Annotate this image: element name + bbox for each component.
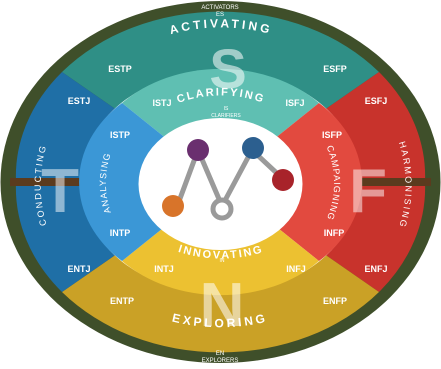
type-isfj: ISFJ [285, 98, 304, 108]
type-entp: ENTP [110, 296, 134, 306]
type-isfp: ISFP [322, 130, 342, 140]
innovators-sub-1: IN [220, 258, 225, 264]
type-istp: ISTP [110, 130, 130, 140]
central-logo [175, 147, 285, 221]
analysing-title: ANALYSING [98, 151, 113, 215]
type-estj: ESTJ [68, 96, 91, 106]
type-intj: INTJ [154, 264, 174, 274]
feeling-letter: F [349, 157, 387, 226]
conducting-title: CONDUCTING [33, 143, 49, 227]
exploring-title: EXPLORING [171, 311, 269, 331]
footer-line2: EXPLORERS [202, 358, 239, 364]
logo-dot-blue-icon [242, 137, 264, 159]
type-esfj: ESFJ [365, 96, 388, 106]
type-estp: ESTP [108, 64, 132, 74]
logo-dot-purple-icon [187, 139, 209, 161]
clarifiers-sub-1: IS [224, 106, 229, 112]
footer-line1: EN [216, 351, 224, 357]
type-enfj: ENFJ [364, 264, 387, 274]
logo-dot-red-icon [272, 169, 294, 191]
header-line1: ACTIVATORS [201, 5, 238, 11]
clarifiers-sub-2: CLARIFIERS [211, 113, 241, 119]
thinking-letter: T [41, 157, 79, 226]
type-esfp: ESFP [323, 64, 347, 74]
type-istj: ISTJ [152, 98, 171, 108]
type-intp: INTP [110, 228, 131, 238]
type-infj: INFJ [286, 264, 306, 274]
activating-title: ACTIVATING [168, 16, 274, 37]
type-infp: INFP [324, 228, 345, 238]
type-entj: ENTJ [67, 264, 90, 274]
logo-dot-orange-icon [162, 195, 184, 217]
intuition-letter: N [200, 271, 245, 340]
header-line2: ES [216, 12, 224, 18]
type-enfp: ENFP [323, 296, 347, 306]
sensing-letter: S [209, 37, 246, 100]
